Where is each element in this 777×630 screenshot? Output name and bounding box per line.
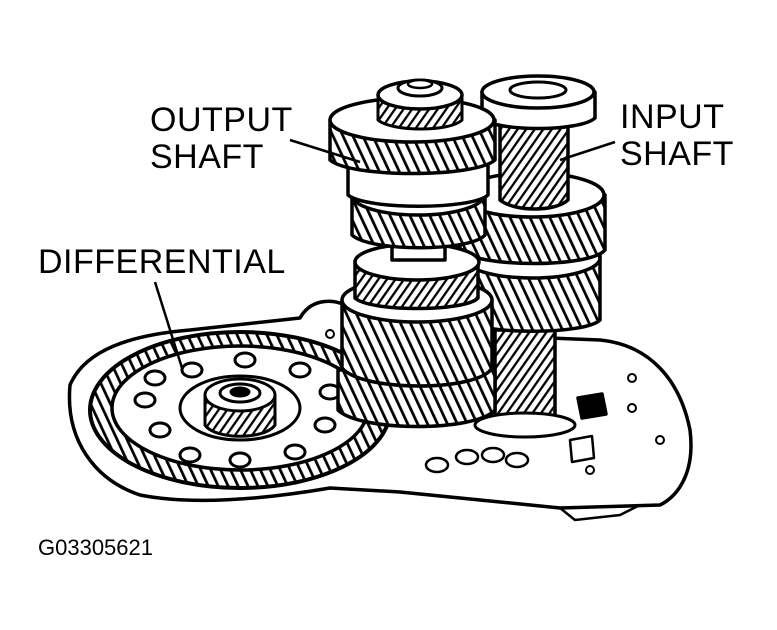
leader-lines — [153, 138, 616, 369]
output-shaft-leader — [289, 138, 361, 164]
output-shaft-label-line2: SHAFT — [150, 138, 264, 176]
input-shaft-label-line2: SHAFT — [620, 135, 734, 173]
output-shaft-assembly — [328, 78, 497, 429]
differential-ring-gear — [88, 330, 392, 490]
figure-code: G03305621 — [38, 535, 153, 560]
differential-leader — [153, 281, 184, 369]
differential-label: DIFFERENTIAL — [38, 243, 286, 281]
input-shaft-label-line1: INPUT — [620, 98, 725, 136]
input-shaft-leader — [559, 140, 616, 162]
output-shaft-label-line1: OUTPUT — [150, 101, 293, 139]
input-shaft-label: INPUT SHAFT — [620, 99, 734, 173]
output-shaft-label: OUTPUT SHAFT — [150, 102, 293, 176]
input-shaft-assembly — [458, 74, 607, 439]
